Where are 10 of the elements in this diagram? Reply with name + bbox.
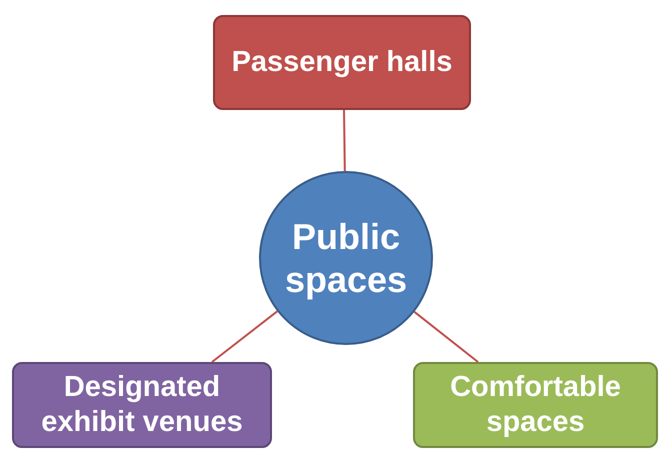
connector-line: [343, 110, 346, 172]
node-label: Public spaces: [284, 214, 408, 302]
topic-box: [213, 15, 471, 110]
topic-box: [12, 362, 272, 448]
connector-line: [211, 310, 278, 363]
connector-line: [414, 311, 479, 363]
node-label: Passenger halls: [232, 45, 452, 80]
topic-box: [413, 362, 658, 448]
node-label: Comfortable spaces: [449, 370, 622, 440]
node-label: Designated exhibit venues: [40, 370, 244, 440]
